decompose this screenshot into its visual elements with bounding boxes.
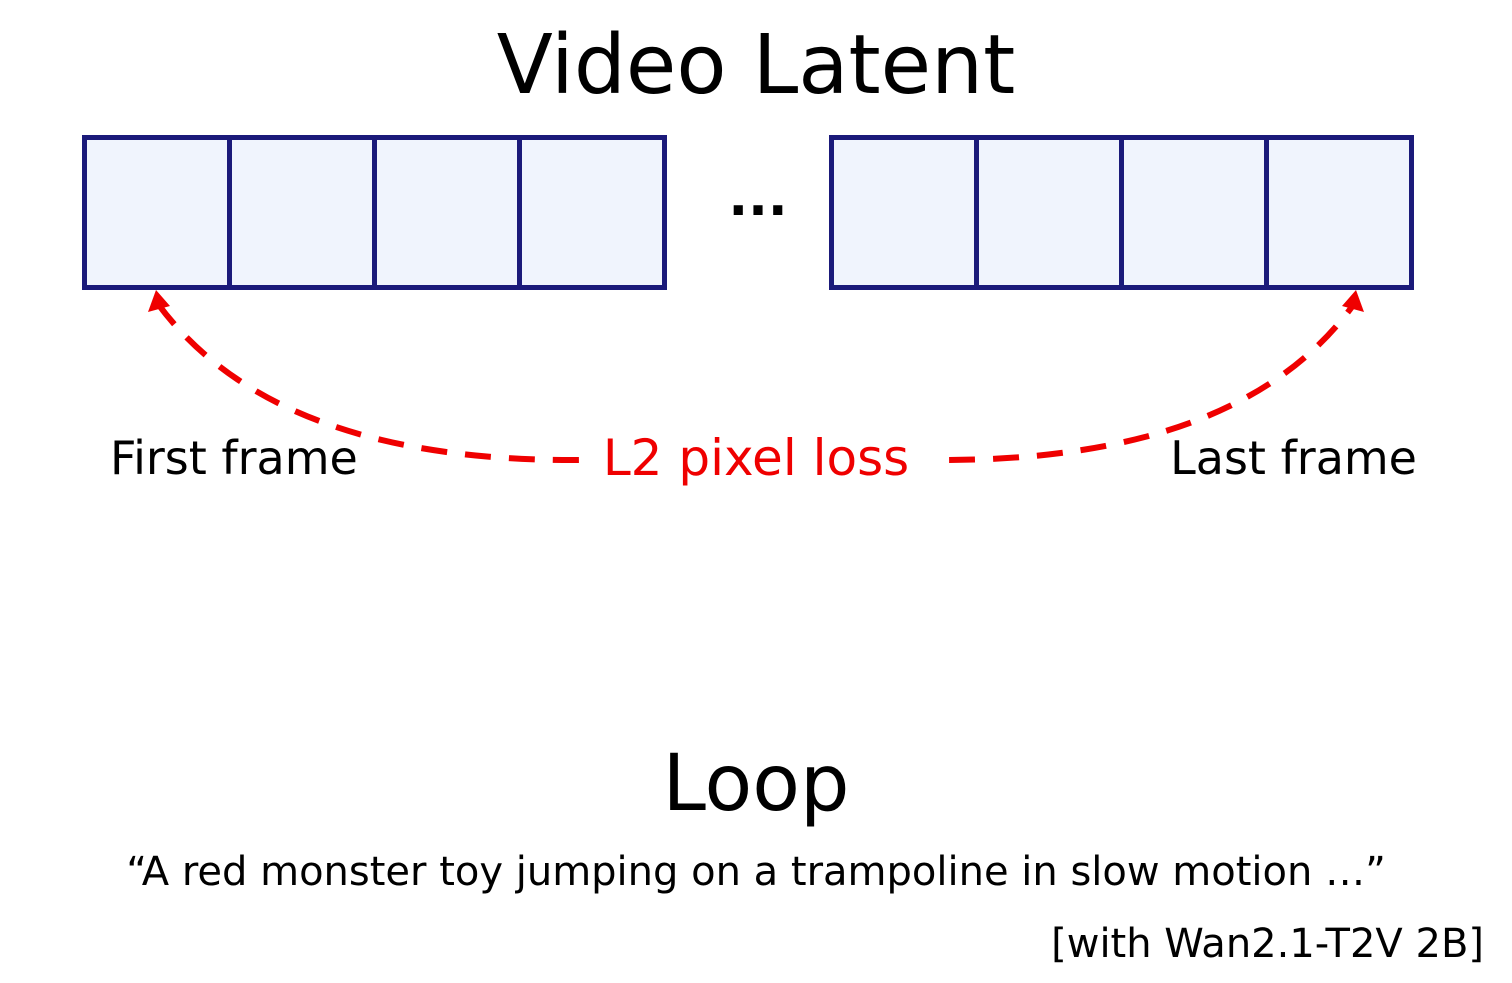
latent-frame	[227, 135, 377, 290]
diagram-title: Video Latent	[496, 18, 1016, 113]
frame-group-end	[829, 135, 1414, 290]
arrowhead-right-icon	[1342, 290, 1364, 312]
loop-title: Loop	[662, 739, 850, 829]
loss-label-text: L2 pixel loss	[580, 429, 932, 487]
prompt-text: “A red monster toy jumping on a trampoli…	[126, 849, 1386, 895]
latent-frame	[517, 135, 667, 290]
model-credit: [with Wan2.1-T2V 2B]	[1051, 921, 1484, 967]
arrowhead-left-icon	[148, 290, 170, 312]
latent-frame	[372, 135, 522, 290]
frame-group-start	[82, 135, 667, 290]
first-frame-label: First frame	[110, 431, 358, 485]
frames-ellipsis: ...	[728, 168, 788, 228]
latent-frame	[1264, 135, 1414, 290]
loss-arc-path	[155, 302, 1357, 464]
loss-label: L2 pixel loss	[0, 426, 1512, 490]
latent-frame	[829, 135, 979, 290]
latent-frame	[82, 135, 232, 290]
last-frame-label: Last frame	[1170, 431, 1417, 485]
